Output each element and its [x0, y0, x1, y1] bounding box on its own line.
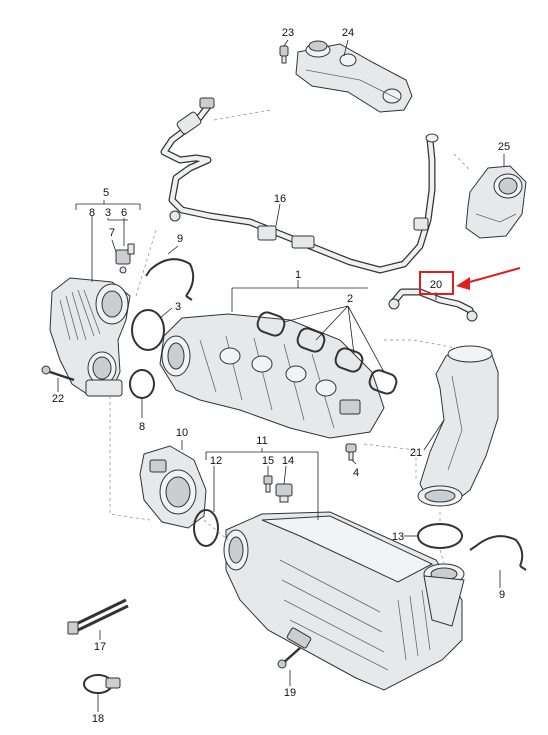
part-12-seal [193, 509, 219, 547]
part-11-charge-air-cooler [223, 511, 465, 691]
leader-lines [57, 39, 505, 712]
callout-9-left: 9 [177, 233, 183, 245]
callout-8-upper: 8 [89, 207, 95, 219]
callout-17: 17 [94, 641, 106, 653]
part-25-intake-elbow [465, 165, 527, 239]
part-18-hose-clip [83, 674, 121, 694]
part-9-clamp-left [145, 258, 195, 301]
callout-18: 18 [92, 713, 104, 725]
callout-3-group: 3 [105, 207, 111, 219]
part-15-screw [263, 475, 273, 493]
callout-14: 14 [282, 455, 294, 467]
part-16-breather-hose [160, 97, 439, 274]
part-24-oil-separator [295, 40, 413, 113]
part-4-bolt [345, 443, 357, 461]
callout-20: 20 [430, 279, 442, 291]
part-13-seal [417, 523, 463, 549]
callout-15: 15 [262, 455, 274, 467]
callout-16: 16 [274, 193, 286, 205]
callout-8-lower: 8 [139, 421, 145, 433]
part-10-throttle-valve [139, 445, 207, 529]
callout-19: 19 [284, 687, 296, 699]
part-14-sensor [275, 483, 293, 503]
callout-13: 13 [392, 531, 404, 543]
part-7-sensor [115, 249, 131, 274]
callout-2: 2 [347, 293, 353, 305]
part-22-bolt [41, 365, 75, 382]
callout-12: 12 [210, 455, 222, 467]
part-2-gaskets [256, 311, 398, 395]
callout-23: 23 [282, 27, 294, 39]
part-1-intake-manifold [159, 313, 385, 439]
callout-10: 10 [176, 427, 188, 439]
callout-5: 5 [103, 187, 109, 199]
part-8-seal-lower [129, 369, 155, 399]
part-20-hose [388, 288, 478, 322]
callout-11: 11 [256, 435, 267, 447]
part-23-bolt [279, 45, 289, 64]
assembly-lines [109, 109, 471, 565]
callout-22: 22 [52, 393, 64, 405]
part-21-charge-air-pipe [417, 345, 499, 507]
callout-6: 6 [121, 207, 127, 219]
callout-21: 21 [410, 447, 422, 459]
part-9-clamp-right [469, 535, 527, 571]
callout-4: 4 [353, 467, 359, 479]
part-19-bolt [277, 647, 301, 669]
callout-7: 7 [109, 227, 115, 239]
part-6-bolt [127, 243, 135, 255]
callout-25: 25 [498, 141, 510, 153]
callout-1: 1 [295, 269, 301, 281]
highlight-part-20 [419, 267, 521, 295]
part-3-seal-left [131, 309, 165, 351]
callout-3: 3 [175, 301, 181, 313]
part-17-cable-tie [67, 598, 129, 635]
callout-9-right: 9 [499, 589, 505, 601]
part-8-intake-pipe [49, 277, 131, 397]
callout-24: 24 [342, 27, 354, 39]
